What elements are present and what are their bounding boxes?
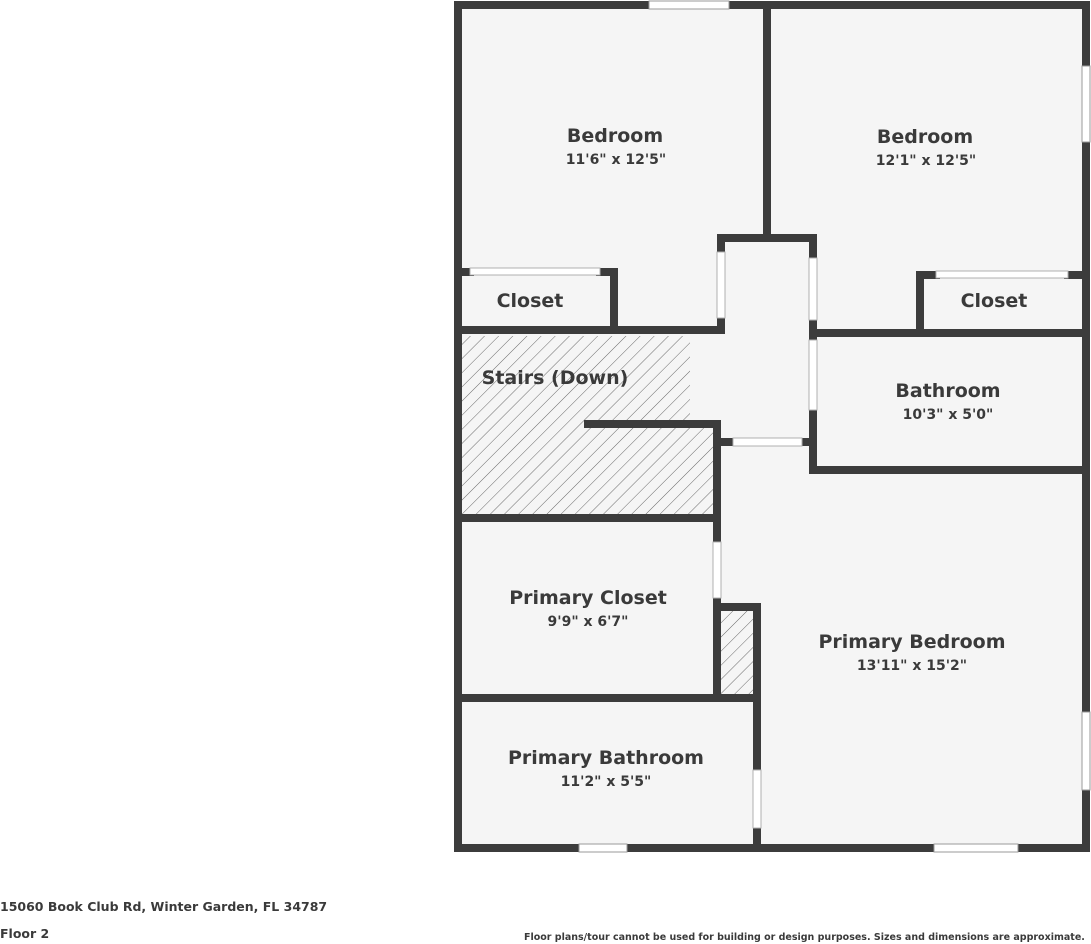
room-name-bedroom-right: Bedroom xyxy=(877,126,973,148)
room-name-primary-bathroom: Primary Bathroom xyxy=(508,747,704,769)
room-name-closet-left: Closet xyxy=(497,290,564,312)
room-dims-bedroom-right: 12'1" x 12'5" xyxy=(876,153,976,169)
room-name-closet-right: Closet xyxy=(961,290,1028,312)
window xyxy=(1081,65,1091,143)
windows xyxy=(578,0,1091,853)
room-name-bathroom: Bathroom xyxy=(895,380,1000,402)
room-dims-bathroom: 10'3" x 5'0" xyxy=(903,407,994,423)
openings xyxy=(469,251,1069,829)
room-dims-primary-bedroom: 13'11" x 15'2" xyxy=(857,658,967,674)
window xyxy=(648,0,730,10)
room-name-primary-closet: Primary Closet xyxy=(509,587,667,609)
disclaimer-text: Floor plans/tour cannot be used for buil… xyxy=(524,932,1085,943)
room-dims-bedroom-left: 11'6" x 12'5" xyxy=(566,152,666,168)
room-dims-primary-closet: 9'9" x 6'7" xyxy=(548,614,629,630)
room-name-stairs: Stairs (Down) xyxy=(482,367,629,389)
room-name-primary-bedroom: Primary Bedroom xyxy=(818,631,1005,653)
window xyxy=(1081,711,1091,791)
property-address: 15060 Book Club Rd, Winter Garden, FL 34… xyxy=(0,899,328,914)
chase-hatch xyxy=(721,607,754,695)
room-dims-primary-bathroom: 11'2" x 5'5" xyxy=(561,774,652,790)
window xyxy=(578,843,628,853)
floor-label: Floor 2 xyxy=(0,926,50,941)
room-name-bedroom-left: Bedroom xyxy=(567,125,663,147)
walls xyxy=(454,1,1090,852)
window xyxy=(933,843,1019,853)
